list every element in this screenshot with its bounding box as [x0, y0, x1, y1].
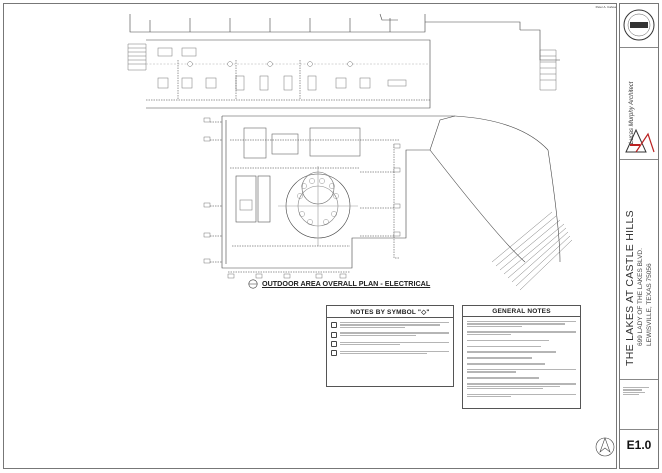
dining-patio — [146, 39, 431, 109]
notes-by-symbol-title: NOTES BY SYMBOL "◇" — [327, 306, 453, 318]
engineer-seal-cell — [620, 4, 658, 48]
general-note — [467, 345, 576, 348]
architect-cell: Lucas Murphy Architect — [620, 48, 658, 160]
symbol-note-marker — [331, 341, 337, 348]
fire-feature — [243, 127, 361, 159]
right-stair — [539, 49, 557, 91]
revision-info-cell — [620, 380, 658, 430]
general-note — [467, 393, 576, 399]
plan-title-marker — [248, 279, 258, 289]
engineer-name: Peter A. Cahoa — [595, 5, 616, 9]
general-note — [467, 339, 576, 342]
engineer-stamp-text: Peter A. Cahoa — [580, 5, 616, 10]
engineer-seal-icon — [623, 9, 655, 41]
sheet-border — [3, 3, 617, 469]
project-address-line-1: 699 LADY OF THE LAKES BLVD. — [637, 248, 644, 346]
dining-tables — [157, 47, 407, 91]
general-notes-list — [463, 317, 580, 398]
symbol-note-marker — [331, 350, 337, 357]
bar-counter — [235, 175, 271, 223]
general-note — [467, 330, 576, 336]
ramp-steps — [491, 211, 573, 291]
general-note — [467, 320, 576, 328]
general-note — [467, 376, 576, 379]
circuit-lines — [146, 60, 430, 273]
architect-logo-icon — [625, 128, 655, 153]
symbol-note-2 — [331, 331, 449, 338]
symbol-note-4 — [331, 350, 449, 357]
project-name: THE LAKES AT CASTLE HILLS — [624, 210, 636, 366]
upper-building-outline — [129, 13, 560, 61]
symbol-note-marker — [331, 331, 337, 338]
circular-seating — [278, 166, 358, 246]
sheet-number: E1.0 — [626, 438, 652, 452]
general-note — [467, 350, 576, 353]
left-stair — [127, 43, 147, 71]
general-note — [467, 368, 576, 374]
general-note — [467, 362, 576, 365]
symbol-note-1 — [331, 321, 449, 329]
general-notes-panel: GENERAL NOTES — [462, 305, 581, 409]
notes-by-symbol-list — [327, 318, 453, 357]
project-address-line-2: LEWISVILLE, TEXAS 75056 — [646, 263, 653, 346]
outdoor-deck — [221, 115, 561, 269]
general-note — [467, 356, 576, 359]
notes-by-symbol-panel: NOTES BY SYMBOL "◇" — [326, 305, 454, 387]
column-markers — [187, 61, 353, 67]
general-note — [467, 382, 576, 390]
device-tags — [203, 117, 401, 279]
title-block: Lucas Murphy Architect THE LAKES AT CAST… — [619, 3, 659, 469]
general-notes-title: GENERAL NOTES — [463, 306, 580, 317]
north-arrow — [595, 437, 615, 457]
project-cell: THE LAKES AT CASTLE HILLS 699 LADY OF TH… — [620, 160, 658, 380]
plan-title: OUTDOOR AREA OVERALL PLAN - ELECTRICAL — [262, 279, 431, 288]
symbol-note-marker — [331, 321, 337, 328]
symbol-note-3 — [331, 341, 449, 348]
seating-chairs — [297, 178, 339, 225]
